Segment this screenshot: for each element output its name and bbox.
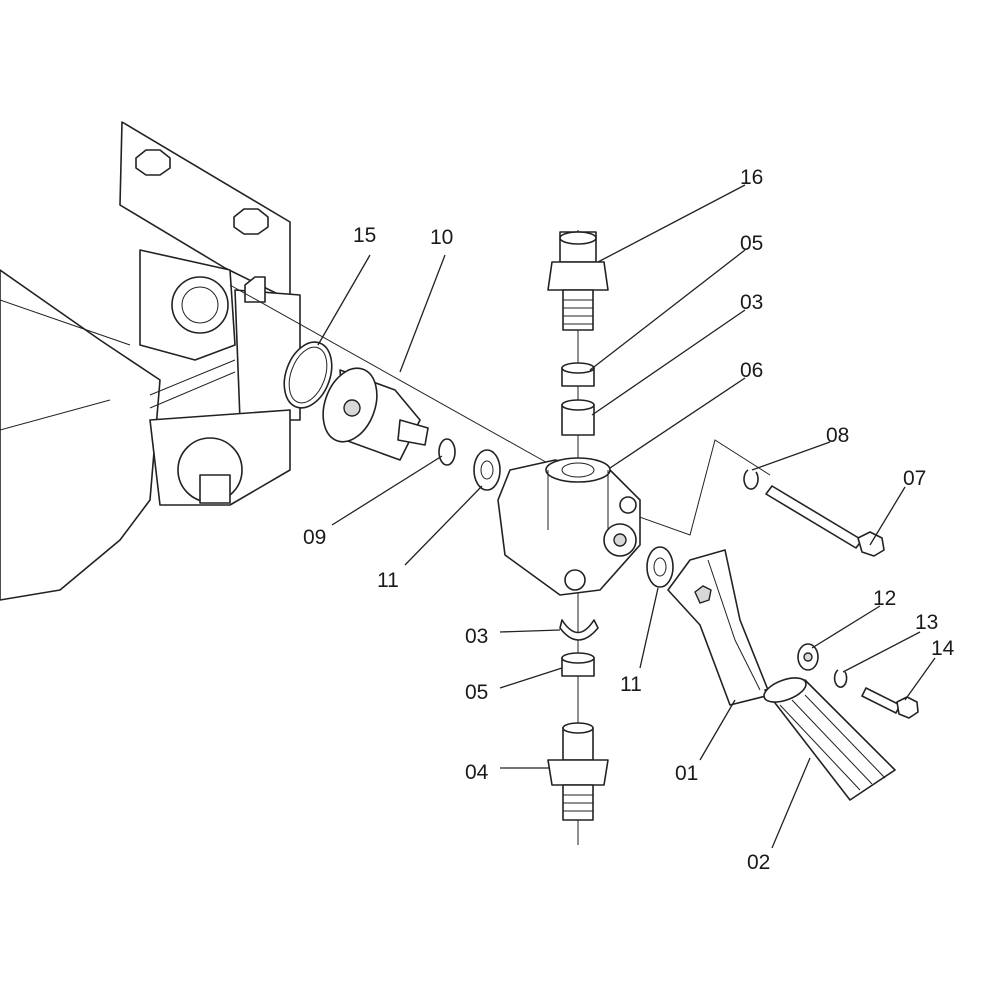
pump-housing [0, 121, 301, 601]
label-11-left: 11 [377, 569, 399, 592]
seal-03-top [561, 399, 595, 436]
label-13: 13 [915, 611, 938, 634]
washer-11-right [646, 546, 674, 588]
valve-body-06 [497, 457, 641, 596]
label-04: 04 [465, 761, 489, 784]
label-06: 06 [740, 359, 763, 382]
label-16: 16 [740, 166, 763, 189]
ring-09 [438, 438, 456, 466]
ring-05-top [561, 362, 595, 387]
label-08: 08 [826, 424, 849, 447]
bolt-07 [765, 485, 885, 557]
leader-lines [317, 184, 936, 849]
seal-03-bottom [559, 619, 599, 641]
label-01: 01 [675, 762, 698, 785]
label-03-top: 03 [740, 291, 763, 314]
fitting-04 [547, 722, 609, 821]
lock-washer-13 [833, 669, 848, 688]
lock-washer-08 [743, 469, 759, 490]
label-02: 02 [747, 851, 770, 874]
label-03-bottom: 03 [465, 625, 488, 648]
ring-05-bottom [561, 652, 595, 677]
label-05-bottom: 05 [465, 681, 488, 704]
label-10: 10 [430, 226, 453, 249]
label-15: 15 [353, 224, 376, 247]
washer-11-left [473, 449, 501, 491]
valve-seat-10 [322, 367, 429, 461]
label-14: 14 [931, 637, 955, 660]
label-07: 07 [903, 467, 926, 490]
label-12: 12 [873, 587, 896, 610]
label-05-top: 05 [740, 232, 763, 255]
label-09: 09 [303, 526, 326, 549]
label-11-right: 11 [620, 673, 642, 696]
handle-02 [763, 677, 896, 801]
fitting-16 [547, 231, 609, 331]
lever-01 [667, 549, 771, 706]
assembly-axis-line [229, 284, 771, 536]
